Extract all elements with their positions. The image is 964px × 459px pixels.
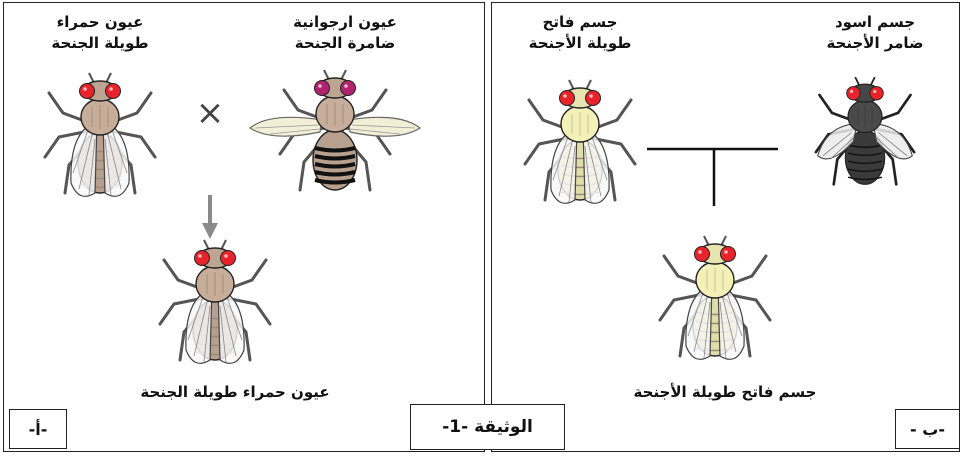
panel-b-parent-right-line1: جسم اسود (810, 12, 940, 33)
offspring-fly-panel-a (150, 232, 280, 372)
panel-b-parent-right-line2: ضامر الأجنحة (810, 33, 940, 54)
panel-a-parent-right-line2: ضامرة الجنحة (275, 33, 415, 54)
document-title: الوثيقة -1- (410, 404, 565, 450)
cross-symbol: × (190, 93, 230, 133)
panel-b-parent-left-line1: جسم فاتح (515, 12, 645, 33)
panel-b-offspring-label: جسم فاتح طويلة الأجنحة (605, 382, 845, 403)
panel-b-tag: -ب - (895, 409, 960, 449)
fly-red-eyes-long-wings (35, 65, 165, 205)
fly-purple-eyes-vestigial-wings (245, 62, 425, 202)
panel-a-parent-left-label: عيون حمراء طويلة الجنحة (35, 12, 165, 54)
panel-a-parent-right-label: عيون ارجوانية ضامرة الجنحة (275, 12, 415, 54)
panel-a-parent-right-line1: عيون ارجوانية (275, 12, 415, 33)
fly-light-body-long-wings (515, 72, 645, 212)
panel-b-parent-left-line2: طويلة الأجنحة (515, 33, 645, 54)
cross-connector (645, 140, 780, 210)
panel-a-tag: -أ- (9, 409, 67, 449)
panel-b-parent-left-label: جسم فاتح طويلة الأجنحة (515, 12, 645, 54)
panel-a-parent-left-line2: طويلة الجنحة (35, 33, 165, 54)
panel-a-parent-left-line1: عيون حمراء (35, 12, 165, 33)
panel-b-parent-right-label: جسم اسود ضامر الأجنحة (810, 12, 940, 54)
fly-black-body-short-wings (800, 70, 930, 195)
panel-a-offspring-label: عيون حمراء طويلة الجنحة (115, 382, 355, 403)
offspring-fly-panel-b (650, 228, 780, 368)
